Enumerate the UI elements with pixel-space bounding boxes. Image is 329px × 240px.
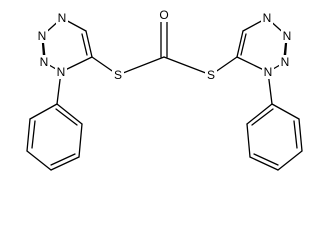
bond (26, 150, 52, 171)
bond (249, 156, 279, 171)
bond (55, 108, 78, 126)
bond (240, 33, 247, 56)
atom-label-nitrogen: N (283, 29, 292, 43)
atom-labels: N N N N N N N N S S O (36, 8, 293, 82)
bond (253, 153, 279, 166)
atom-label-nitrogen: N (57, 65, 66, 79)
central-bridge (91, 17, 238, 76)
bond (50, 156, 80, 171)
bond (78, 123, 83, 158)
atom-label-oxygen: O (159, 8, 168, 22)
bond (163, 56, 212, 76)
bond (246, 103, 273, 125)
bond (271, 103, 300, 120)
atom-label-nitrogen: N (38, 29, 47, 43)
right-phenyl-ring (246, 71, 303, 171)
bond (31, 120, 36, 149)
bond (50, 153, 76, 166)
bond (277, 150, 303, 171)
atom-label-nitrogen: N (263, 11, 272, 25)
bond (56, 103, 83, 125)
atom-label-sulfur: S (114, 68, 122, 82)
bond (246, 123, 251, 158)
bond (117, 56, 165, 76)
bond (251, 108, 274, 126)
atom-label-sulfur: S (207, 68, 215, 82)
bond (293, 120, 298, 149)
bond (85, 30, 93, 58)
atom-label-nitrogen: N (58, 11, 67, 25)
atom-label-nitrogen: N (281, 55, 290, 69)
bond (29, 103, 58, 120)
bond (236, 30, 244, 58)
bond (26, 118, 31, 152)
bond (81, 33, 88, 56)
left-phenyl-ring (26, 71, 83, 171)
chemical-structure: N N N N N N N N S S O (26, 8, 303, 171)
bond (298, 118, 303, 152)
atom-label-nitrogen: N (264, 65, 273, 79)
atom-label-nitrogen: N (40, 55, 49, 69)
